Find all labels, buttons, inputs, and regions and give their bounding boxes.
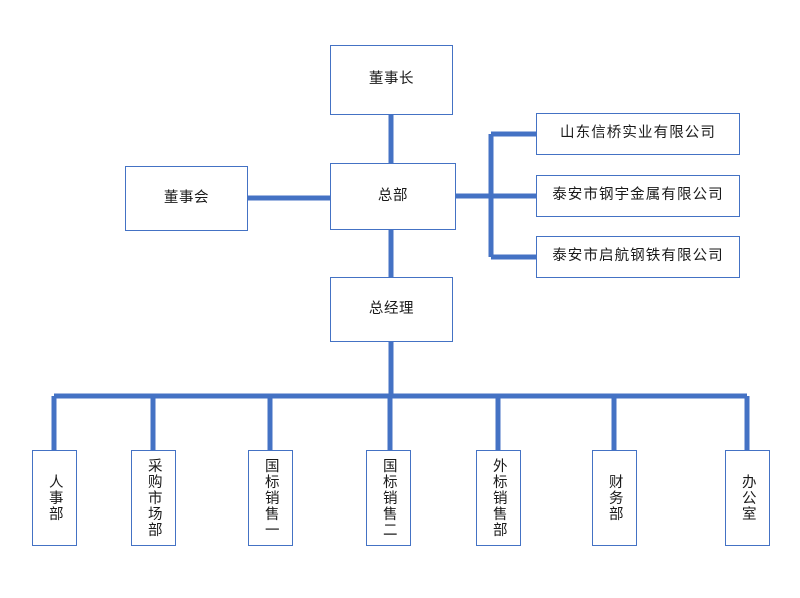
node-board-of-directors-label: 董事会 — [163, 189, 210, 206]
node-department-1-label: 人事部 — [46, 474, 63, 522]
node-department-3-label: 国标销售一 — [262, 458, 279, 538]
node-subsidiary-1-label: 山东信桥实业有限公司 — [560, 125, 716, 142]
node-subsidiary-3[interactable]: 泰安市启航钢铁有限公司 — [536, 236, 740, 278]
node-department-2[interactable]: 采购市场部 — [131, 450, 176, 546]
node-department-2-label: 采购市场部 — [145, 458, 162, 538]
node-chairman[interactable]: 董事长 — [330, 45, 453, 115]
node-subsidiary-3-label: 泰安市启航钢铁有限公司 — [552, 248, 724, 265]
node-subsidiary-1[interactable]: 山东信桥实业有限公司 — [536, 113, 740, 155]
node-department-7[interactable]: 办公室 — [725, 450, 770, 546]
node-department-6-label: 财务部 — [606, 474, 623, 522]
node-chairman-label: 董事长 — [368, 71, 415, 88]
node-department-6[interactable]: 财务部 — [592, 450, 637, 546]
node-department-3[interactable]: 国标销售一 — [248, 450, 293, 546]
node-headquarters-label: 总部 — [377, 187, 409, 204]
node-department-5-label: 外标销售部 — [490, 458, 507, 538]
node-general-manager-label: 总经理 — [368, 300, 415, 317]
node-subsidiary-2[interactable]: 泰安市钢宇金属有限公司 — [536, 175, 740, 217]
node-department-7-label: 办公室 — [739, 474, 756, 522]
node-department-4[interactable]: 国标销售二 — [366, 450, 411, 546]
node-department-5[interactable]: 外标销售部 — [476, 450, 521, 546]
node-department-4-label: 国标销售二 — [380, 458, 397, 538]
node-headquarters[interactable]: 总部 — [330, 163, 456, 230]
node-general-manager[interactable]: 总经理 — [330, 277, 453, 342]
node-department-1[interactable]: 人事部 — [32, 450, 77, 546]
node-board-of-directors[interactable]: 董事会 — [125, 166, 248, 231]
node-subsidiary-2-label: 泰安市钢宇金属有限公司 — [552, 187, 724, 204]
